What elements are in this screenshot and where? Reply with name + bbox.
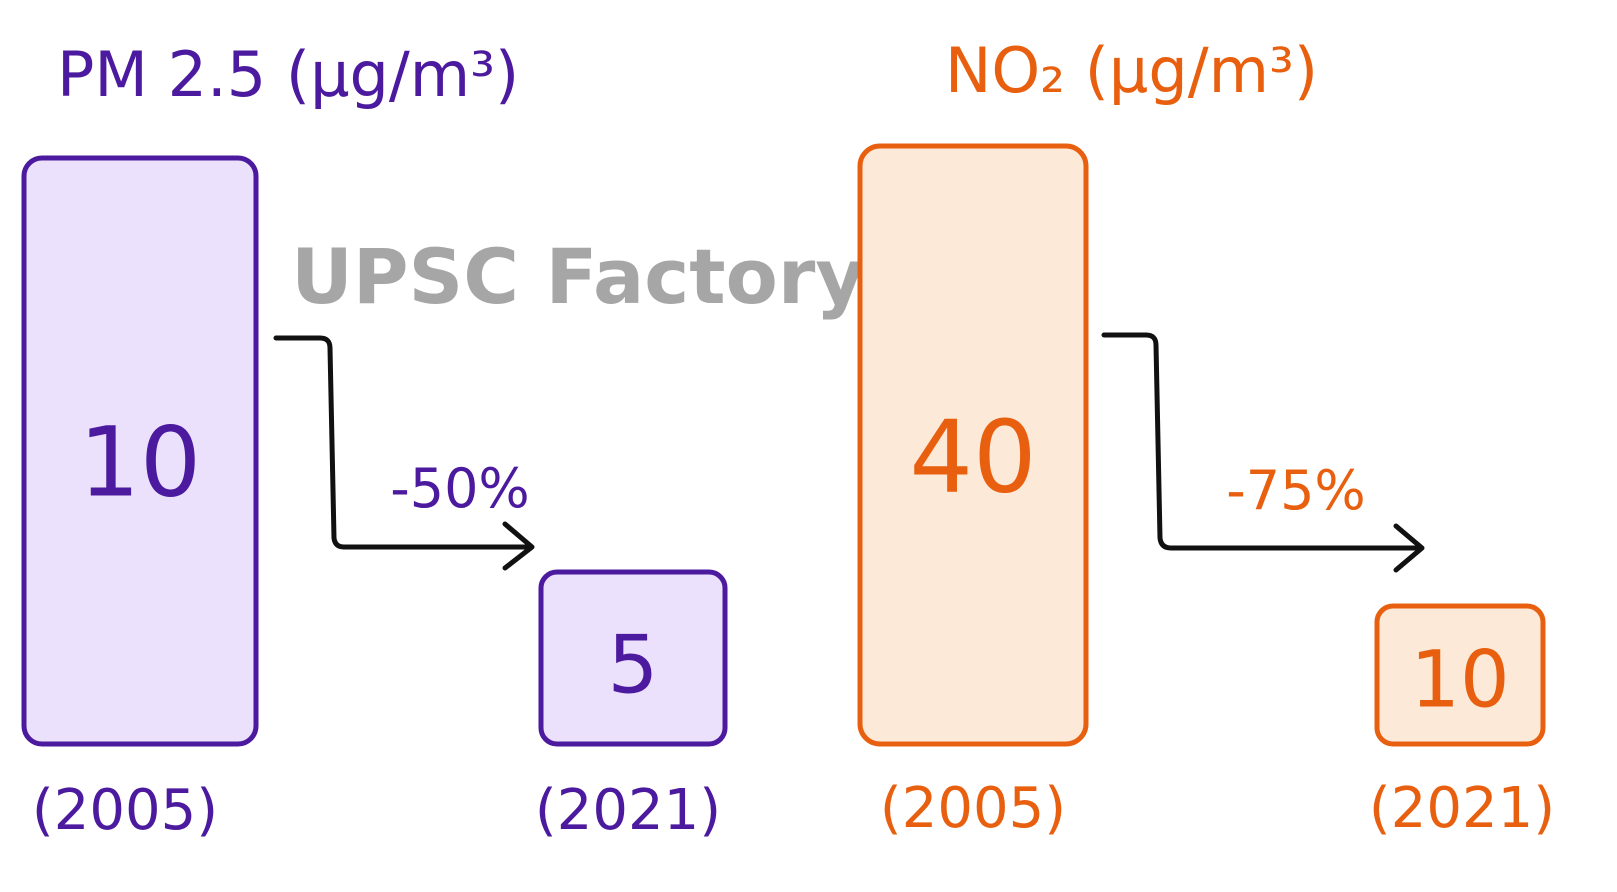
pm25-bar-2005: [21, 155, 259, 747]
no2-panel: NO₂ (µg/m³) 40 (2005) 10 (2021) -75%: [857, 34, 1555, 841]
no2-category-2005: (2005): [880, 776, 1066, 841]
pm25-category-2021: (2021): [535, 778, 721, 843]
watermark-text: UPSC Factory: [291, 232, 865, 321]
no2-category-2021: (2021): [1369, 776, 1555, 841]
no2-change-label: -75%: [1226, 459, 1366, 522]
pm25-change-label: -50%: [390, 457, 530, 520]
no2-bar-2021: [1374, 603, 1546, 747]
no2-change-arrow: [1101, 332, 1425, 573]
no2-chart-title: NO₂ (µg/m³): [945, 34, 1318, 107]
pm25-change-arrow: [273, 335, 535, 571]
pm25-bar-2021: [538, 569, 728, 747]
pm25-bar-2005-value: 10: [79, 407, 201, 519]
pm25-chart-title: PM 2.5 (µg/m³): [57, 38, 519, 111]
pm25-category-2005: (2005): [32, 778, 218, 843]
no2-bar-2005: [857, 143, 1089, 747]
pm25-bar-2021-value: 5: [608, 618, 659, 711]
no2-bar-2005-value: 40: [909, 398, 1036, 515]
no2-bar-2021-value: 10: [1410, 636, 1509, 726]
pm25-panel: PM 2.5 (µg/m³) 10 (2005) 5 (2021) -50%: [21, 38, 728, 843]
